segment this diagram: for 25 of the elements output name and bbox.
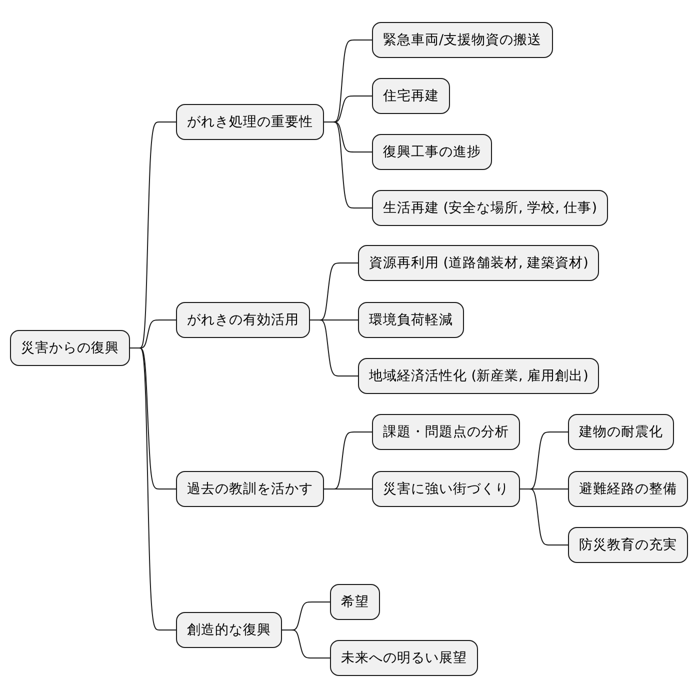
topic-box: 生活再建 (安全な場所, 学校, 仕事) [372,190,608,226]
topic-box: 建物の耐震化 [568,414,674,450]
topic-box: 課題・問題点の分析 [372,414,520,450]
topic-box: 緊急車両/支援物資の搬送 [372,22,553,58]
connector-line [310,320,358,376]
topic-box: 防災教育の充実 [568,527,688,563]
topic-box: 住宅再建 [372,78,450,114]
topic-box: 避難経路の整備 [568,471,688,507]
topic-box: がれき処理の重要性 [176,104,324,140]
topic-box: 過去の教訓を活かす [176,471,324,507]
connector-line [282,630,330,658]
topic-box: 災害からの復興 [10,330,130,366]
connector-line [130,348,176,630]
topic-box: 資源再利用 (道路舗装材, 建築資材) [358,245,600,281]
topic-box: 復興工事の進捗 [372,134,492,170]
topic-box: 環境負荷軽減 [358,302,464,338]
connector-line [324,122,372,208]
connector-line [324,488,372,490]
topic-box: 地域経済活性化 (新産業, 雇用創出) [358,358,600,394]
topic-box: がれきの有効活用 [176,302,310,338]
connector-line [520,488,568,546]
topic-box: 希望 [330,584,380,620]
topic-box: 未来への明るい展望 [330,640,478,676]
topic-box: 創造的な復興 [176,612,282,648]
topic-box: 災害に強い街づくり [372,471,520,507]
